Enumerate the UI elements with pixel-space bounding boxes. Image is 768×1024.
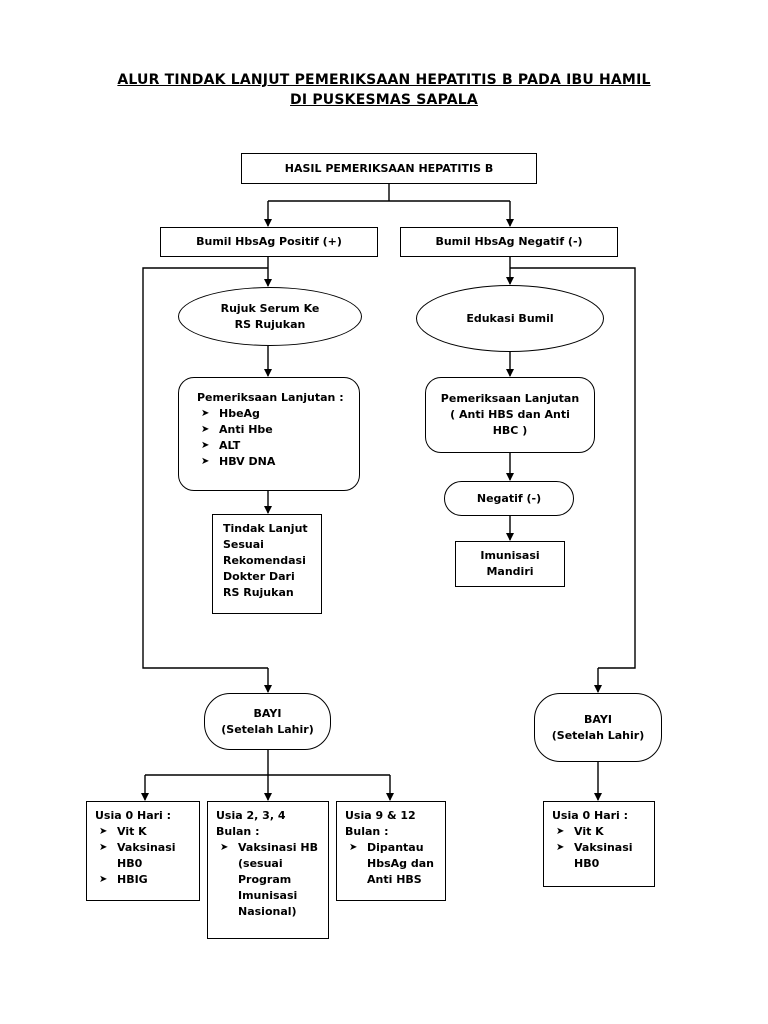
arrowhead-bullet-icon: ➤ bbox=[99, 826, 108, 837]
usia0-left-heading: Usia 0 Hari : bbox=[95, 809, 172, 822]
usia912-heading-2: Bulan : bbox=[345, 825, 389, 838]
list-item: ➤Anti Hbe bbox=[201, 423, 273, 436]
arrowhead-bullet-icon: ➤ bbox=[99, 842, 108, 853]
usia234-heading-1: Usia 2, 3, 4 bbox=[216, 809, 286, 822]
node-hasil-pemeriksaan: HASIL PEMERIKSAAN HEPATITIS B bbox=[241, 153, 537, 184]
node-rujuk-serum: Rujuk Serum Ke RS Rujukan bbox=[178, 287, 362, 346]
list-item: ➤HBIG bbox=[99, 873, 148, 886]
arrowhead-bullet-icon: ➤ bbox=[556, 842, 565, 853]
lanjutan-neg-line-2: ( Anti HBS dan Anti bbox=[450, 408, 570, 421]
list-item: ➤Vit K bbox=[556, 825, 604, 838]
bayi-left-line-1: BAYI bbox=[253, 706, 282, 720]
arrowhead-bullet-icon: ➤ bbox=[201, 440, 210, 451]
node-tindak-lanjut: Tindak Lanjut Sesuai Rekomendasi Dokter … bbox=[212, 514, 322, 614]
node-hasil-label: HASIL PEMERIKSAAN HEPATITIS B bbox=[284, 161, 494, 175]
node-negatif-label: Bumil HbsAg Negatif (-) bbox=[435, 235, 583, 248]
arrowhead-bullet-icon: ➤ bbox=[99, 874, 108, 885]
tindak-line-2: Sesuai bbox=[223, 538, 264, 551]
connector-negatif-bayi-loop bbox=[510, 267, 636, 669]
arrowhead-bullet-icon: ➤ bbox=[201, 456, 210, 467]
bayi-right-line-1: BAYI bbox=[584, 712, 612, 726]
tindak-line-1: Tindak Lanjut bbox=[223, 522, 308, 535]
edukasi-label: Edukasi Bumil bbox=[466, 311, 554, 325]
arrowhead-bullet-icon: ➤ bbox=[201, 408, 210, 419]
tindak-line-4: Dokter Dari bbox=[223, 570, 295, 583]
bayi-right-line-2: (Setelah Lahir) bbox=[551, 728, 645, 742]
node-positif-label: Bumil HbsAg Positif (+) bbox=[196, 235, 342, 248]
lanjutan-neg-line-1: Pemeriksaan Lanjutan bbox=[440, 392, 580, 405]
rujuk-line-2: RS Rujukan bbox=[234, 317, 306, 331]
title-line-2: DI PUSKESMAS SAPALA bbox=[290, 92, 478, 108]
imunisasi-line-2: Mandiri bbox=[486, 565, 534, 578]
title-line-1: ALUR TINDAK LANJUT PEMERIKSAAN HEPATITIS… bbox=[117, 72, 651, 88]
arrowhead-bullet-icon: ➤ bbox=[220, 842, 229, 853]
list-item: ➤Vit K bbox=[99, 825, 147, 838]
tindak-line-5: RS Rujukan bbox=[223, 586, 294, 599]
node-imunisasi-mandiri: Imunisasi Mandiri bbox=[455, 541, 565, 587]
list-item: ➤ALT bbox=[201, 439, 241, 452]
list-item: ➤HBV DNA bbox=[201, 455, 276, 468]
arrowhead-bullet-icon: ➤ bbox=[349, 842, 358, 853]
node-bumil-negatif: Bumil HbsAg Negatif (-) bbox=[400, 227, 618, 257]
node-edukasi-bumil: Edukasi Bumil bbox=[416, 285, 604, 352]
list-item: ➤HbeAg bbox=[201, 407, 260, 420]
imunisasi-line-1: Imunisasi bbox=[480, 549, 540, 562]
node-negatif-result: Negatif (-) bbox=[444, 481, 574, 516]
usia0-right-heading: Usia 0 Hari : bbox=[552, 809, 629, 822]
node-lanjutan-negatif: Pemeriksaan Lanjutan ( Anti HBS dan Anti… bbox=[425, 377, 595, 453]
usia912-heading-1: Usia 9 & 12 bbox=[345, 809, 416, 822]
tindak-line-3: Rekomendasi bbox=[223, 554, 306, 567]
node-bumil-positif: Bumil HbsAg Positif (+) bbox=[160, 227, 378, 257]
rujuk-line-1: Rujuk Serum Ke bbox=[220, 301, 320, 315]
bayi-left-line-2: (Setelah Lahir) bbox=[221, 722, 314, 736]
usia234-heading-2: Bulan : bbox=[216, 825, 260, 838]
lanjutan-pos-list: ➤HbeAg ➤Anti Hbe ➤ALT ➤HBV DNA bbox=[197, 406, 345, 470]
arrowhead-bullet-icon: ➤ bbox=[556, 826, 565, 837]
node-lanjutan-positif: Pemeriksaan Lanjutan : ➤HbeAg ➤Anti Hbe … bbox=[178, 377, 360, 491]
lanjutan-pos-heading: Pemeriksaan Lanjutan : bbox=[197, 391, 344, 404]
node-bayi-right: BAYI (Setelah Lahir) bbox=[534, 693, 662, 762]
lanjutan-neg-line-3: HBC ) bbox=[492, 424, 528, 437]
node-usia234: Usia 2, 3, 4 Bulan : ➤Vaksinasi HB(sesua… bbox=[207, 801, 329, 939]
node-bayi-left: BAYI (Setelah Lahir) bbox=[204, 693, 331, 750]
connector-positif-bayi-loop bbox=[142, 267, 268, 669]
arrowhead-bullet-icon: ➤ bbox=[201, 424, 210, 435]
negatif-result-label: Negatif (-) bbox=[476, 491, 542, 505]
